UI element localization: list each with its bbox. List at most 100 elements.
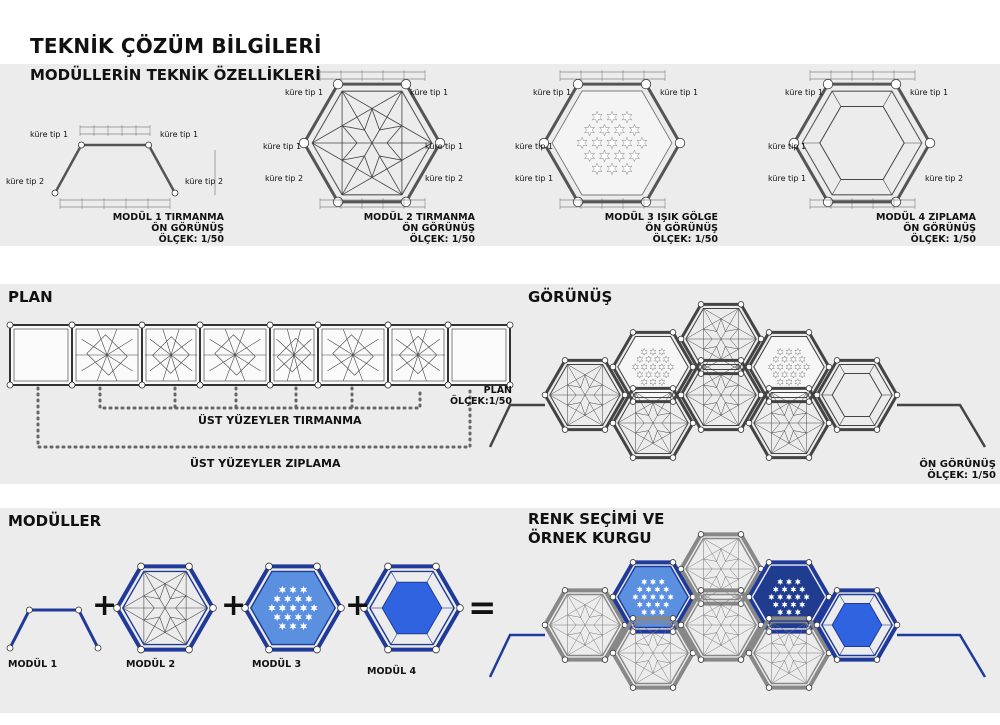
sphere-node [669,329,677,336]
sphere-node [609,649,617,657]
sphere-node [332,196,344,208]
spring-link [882,179,893,195]
jump-surface [831,373,883,417]
net-rope [720,364,739,396]
net-rope [720,594,739,626]
sphere-node [265,562,273,571]
label-top-surfaces-climb: ÜST YÜZEYLER TIRMANMA [198,414,362,427]
caption-line: ÖLÇEK:1/50 [449,396,512,407]
section-heading-color-choice: RENK SEÇİMİ VE ÖRNEK KURGU [528,510,664,548]
perforation-star [799,586,806,593]
net-rope [584,624,603,656]
perforation-star [794,347,802,356]
perforation-star [781,601,788,608]
sphere-node [813,621,821,629]
sphere-label-type2: küre tip 2 [265,174,304,183]
sphere-node [697,587,705,594]
sphere-node [805,329,813,336]
perforation-star [305,613,313,622]
perforation-star [768,593,775,601]
perforation-star [645,370,652,379]
perforation-star [786,578,792,586]
net-rope [584,394,603,426]
plan-net-diamond [86,334,128,376]
perforation-star [300,585,308,594]
sphere-label-type2: küre tip 2 [425,174,464,183]
leader-jump [36,386,472,449]
sphere-node [669,615,677,622]
sphere-node [697,357,705,364]
net-rope [371,90,403,144]
sphere-node [432,645,440,654]
perforation-star [794,578,801,586]
section-heading-modules-tech: MODÜLLERİN TEKNİK ÖZELLİKLERİ [30,66,321,84]
perforation-star [794,593,801,601]
sphere-node [384,381,392,389]
sphere-node [400,78,412,90]
perforation-star [606,136,618,150]
net-rope [771,652,790,684]
sphere-node [25,606,33,614]
sphere-node [384,562,392,571]
module-label-1: MODÜL 1 [8,659,58,670]
perforation-star [654,355,661,364]
perforation-star [278,585,286,594]
perforation-star [599,123,610,137]
plan-net-line [327,354,354,372]
caption-line: ÖLÇEK: 1/50 [652,234,718,245]
net-rope [341,90,373,144]
spring-link [839,364,845,374]
hex-frame-inner [820,593,894,657]
sphere-label-type1: küre tip 1 [30,130,69,139]
perforation-star [654,370,661,379]
sphere-node [400,196,412,208]
elevation-module [609,615,697,691]
plan-module-inner [451,328,507,382]
caption-module-4: MODÜL 4 ZIPLAMA ÖN GÖRÜNÜŞ ÖLÇEK: 1/50 [876,212,976,245]
section-heading-elevation: GÖRÜNÜŞ [528,288,613,306]
caption-line: ÖN GÖRÜNÜŞ [151,223,224,234]
sphere-node [697,656,705,663]
sphere-node [873,587,881,594]
sphere-node [601,656,609,663]
net-rope [771,622,790,654]
net-rope [788,652,807,684]
perforation-star [658,593,665,601]
spring-link [882,91,893,107]
sphere-label-type1: küre tip 1 [910,88,949,97]
perforation-star [658,378,666,387]
perforation-star [636,136,648,150]
perforation-star [781,370,788,379]
perforation-star [599,149,610,163]
perforation-star [289,585,297,594]
perforation-star [636,586,643,593]
module-2-colored [113,562,217,654]
perforation-star [294,613,302,622]
sphere-node [601,426,609,433]
perforation-star [284,594,292,603]
module-3-technical [538,70,686,209]
sphere-node [893,391,901,399]
perforation-star [591,136,603,150]
sphere-node [138,381,146,389]
sphere-node [313,562,321,571]
spring-link [869,594,875,604]
perforation-star [645,601,652,608]
sphere-node [384,645,392,654]
net-rope [143,607,166,645]
plan-net-line [327,338,354,356]
hex-frame-inner [752,621,826,685]
caption-line: ÖLÇEK: 1/50 [158,234,224,245]
sphere-label-type2: küre tip 2 [925,174,964,183]
net-star [143,583,187,633]
perforation-star [777,578,784,586]
module-label-2: MODÜL 2 [126,659,176,670]
perforation-star [785,363,793,371]
module-4-technical [788,70,936,209]
caption-line: ÖN GÖRÜNÜŞ [645,223,718,234]
sphere-node [833,587,841,594]
sphere-node [745,649,753,657]
perforation-star [576,136,588,150]
perforation-star [799,601,806,608]
perforation-star [591,162,603,176]
